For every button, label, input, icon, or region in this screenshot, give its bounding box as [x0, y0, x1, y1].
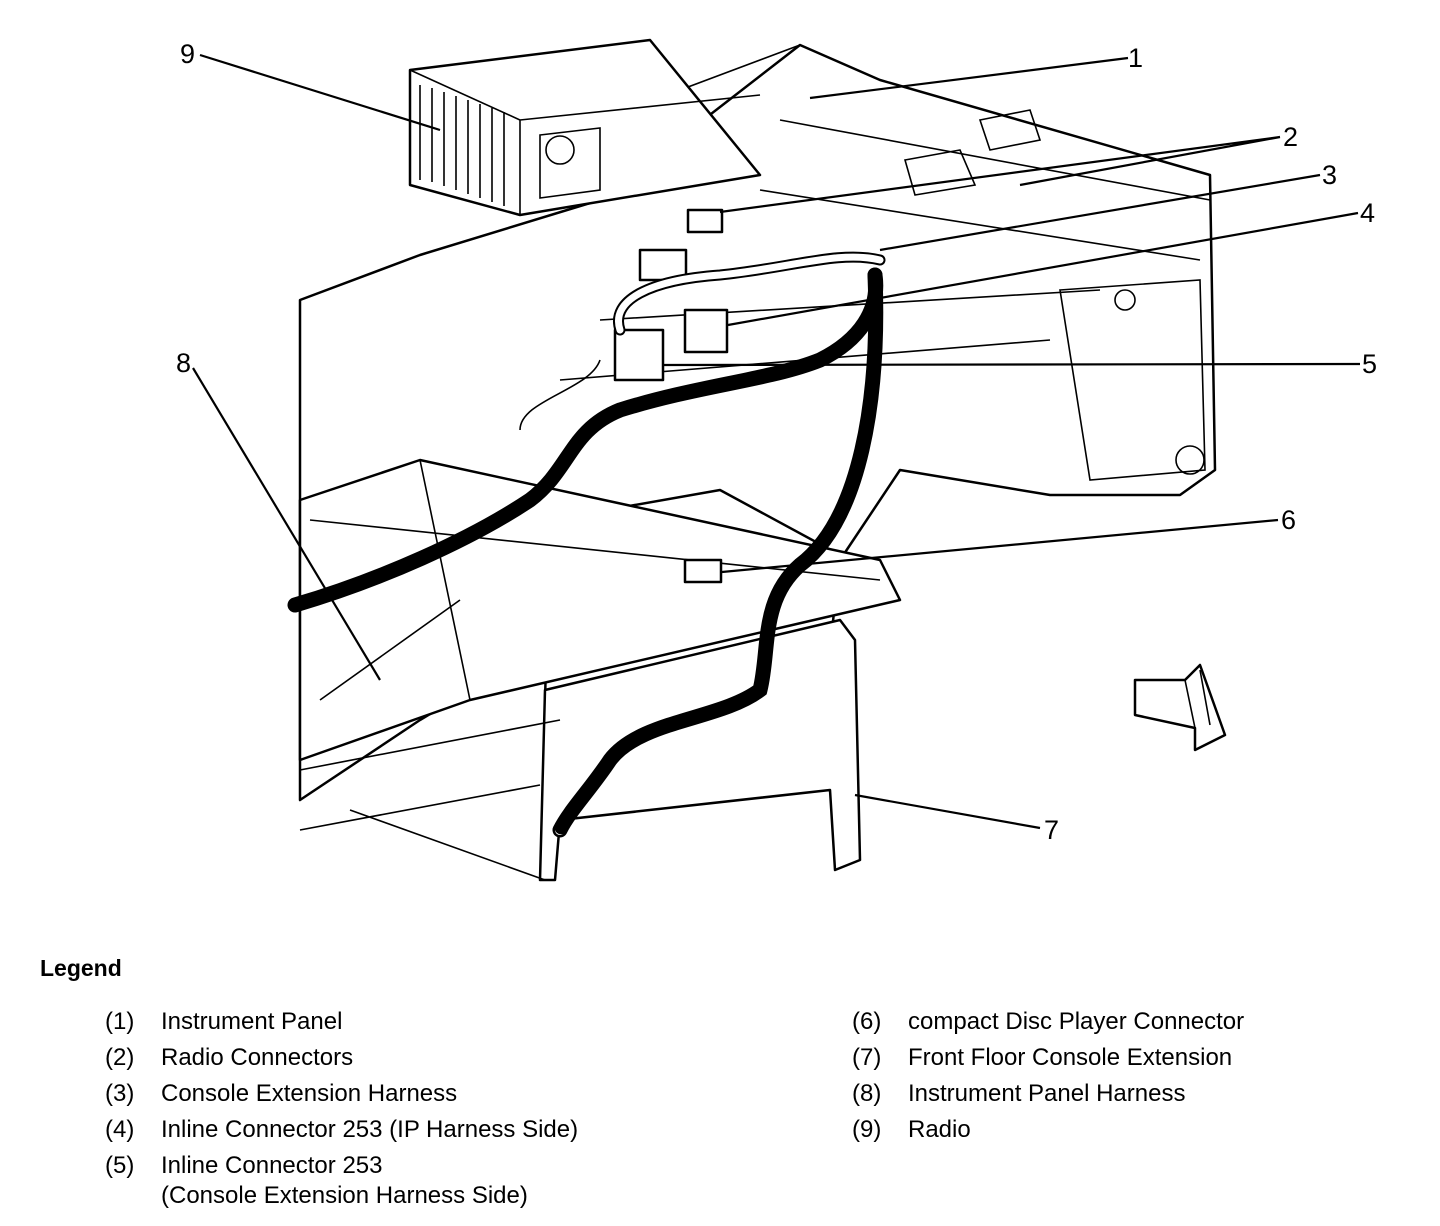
- legend-item: (1) Instrument Panel: [105, 1007, 578, 1037]
- legend-item-label: compact Disc Player Connector: [908, 1008, 1245, 1035]
- legend-item-label: Inline Connector 253 (IP Harness Side): [161, 1116, 579, 1143]
- legend-item: (6) compact Disc Player Connector: [852, 1007, 1244, 1037]
- legend-item: (8) Instrument Panel Harness: [852, 1079, 1244, 1109]
- inline-connector-console: [613, 328, 665, 382]
- legend-item: (4) Inline Connector 253 (IP Harness Sid…: [105, 1115, 578, 1145]
- legend-item-label: Instrument Panel: [161, 1008, 343, 1035]
- legend-item-label: Front Floor Console Extension: [908, 1044, 1233, 1071]
- callout-4: 4: [1360, 198, 1375, 228]
- floor-console-shape: [538, 618, 862, 882]
- legend-item-number: (5): [105, 1152, 135, 1179]
- legend-item-label: Console Extension Harness: [161, 1080, 458, 1107]
- callout-3: 3: [1322, 160, 1337, 190]
- legend-column-right: (6) compact Disc Player Connector (7) Fr…: [852, 1007, 1244, 1151]
- legend-item-number: (7): [852, 1044, 882, 1071]
- callout-2: 2: [1283, 122, 1298, 152]
- legend-item: (7) Front Floor Console Extension: [852, 1043, 1244, 1073]
- wiring-diagram: 1 2 3 4 5 6 7 8 9: [176, 38, 1377, 882]
- callout-6: 6: [1281, 505, 1296, 535]
- legend-item-number: (1): [105, 1008, 135, 1035]
- legend-column-left: (1) Instrument Panel (2) Radio Connector…: [105, 1007, 578, 1217]
- callout-1: 1: [1128, 43, 1143, 73]
- legend-item-number: (6): [852, 1008, 882, 1035]
- legend-item: (5) Inline Connector 253 (Console Extens…: [105, 1151, 578, 1211]
- legend-item: (2) Radio Connectors: [105, 1043, 578, 1073]
- legend-item-label: Inline Connector 253 (Console Extension …: [161, 1152, 528, 1209]
- legend: Legend (1) Instrument Panel (2) Radio Co…: [40, 955, 1400, 1209]
- legend-item: (3) Console Extension Harness: [105, 1079, 578, 1109]
- cd-player-connector: [683, 558, 723, 584]
- direction-arrow-icon: [1133, 663, 1227, 752]
- legend-item-number: (8): [852, 1080, 882, 1107]
- inline-connector-ip: [683, 308, 729, 354]
- callout-7: 7: [1044, 815, 1059, 845]
- radio-connector-a: [686, 208, 724, 234]
- legend-item-label: Instrument Panel Harness: [908, 1080, 1186, 1107]
- legend-item-label: Radio: [908, 1116, 971, 1143]
- radio-shape: [408, 38, 762, 217]
- legend-item-label: Radio Connectors: [161, 1044, 354, 1071]
- callout-5: 5: [1362, 349, 1377, 379]
- legend-title: Legend: [40, 955, 122, 981]
- legend-item-number: (9): [852, 1116, 882, 1143]
- legend-item-number: (4): [105, 1116, 135, 1143]
- legend-item: (9) Radio: [852, 1115, 1244, 1145]
- callout-9: 9: [180, 39, 195, 69]
- callout-8: 8: [176, 348, 191, 378]
- legend-item-number: (2): [105, 1044, 135, 1071]
- legend-item-number: (3): [105, 1080, 135, 1107]
